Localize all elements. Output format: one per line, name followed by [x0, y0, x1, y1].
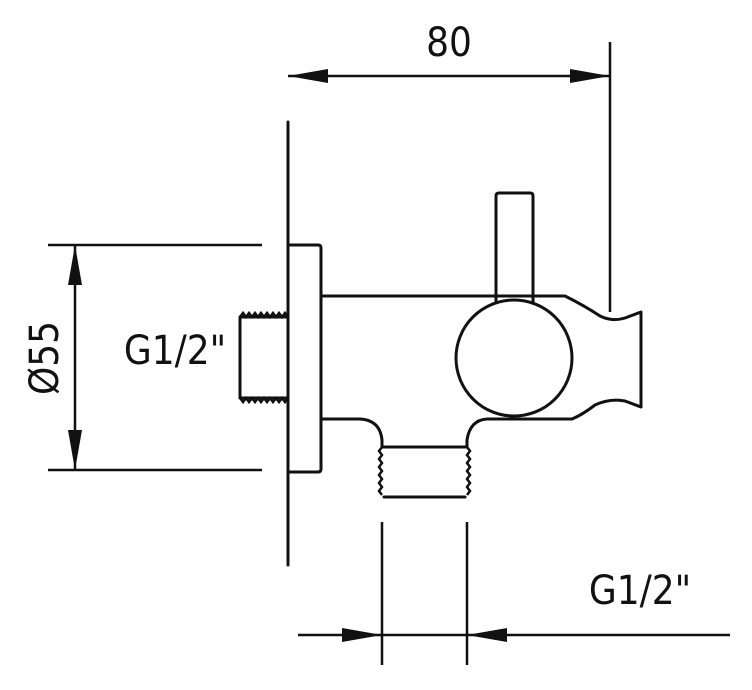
valve-body — [319, 294, 643, 449]
wall-flange — [286, 243, 323, 474]
dimension-diameter-label: Ø55 — [22, 321, 68, 395]
inlet-thread-label: G1/2" — [124, 328, 226, 374]
valve-knob — [454, 298, 574, 418]
lever-handle — [494, 191, 535, 304]
outlet-thread — [377, 445, 472, 499]
outlet-thread-label: G1/2" — [589, 568, 691, 614]
valve-body-lower — [319, 417, 384, 449]
dimension-outlet: G1/2" — [298, 522, 730, 665]
dimension-diameter: Ø55 — [22, 243, 262, 472]
dimension-80-label: 80 — [426, 20, 472, 66]
dimension-80: 80 — [288, 20, 612, 312]
inlet-thread — [238, 310, 290, 405]
